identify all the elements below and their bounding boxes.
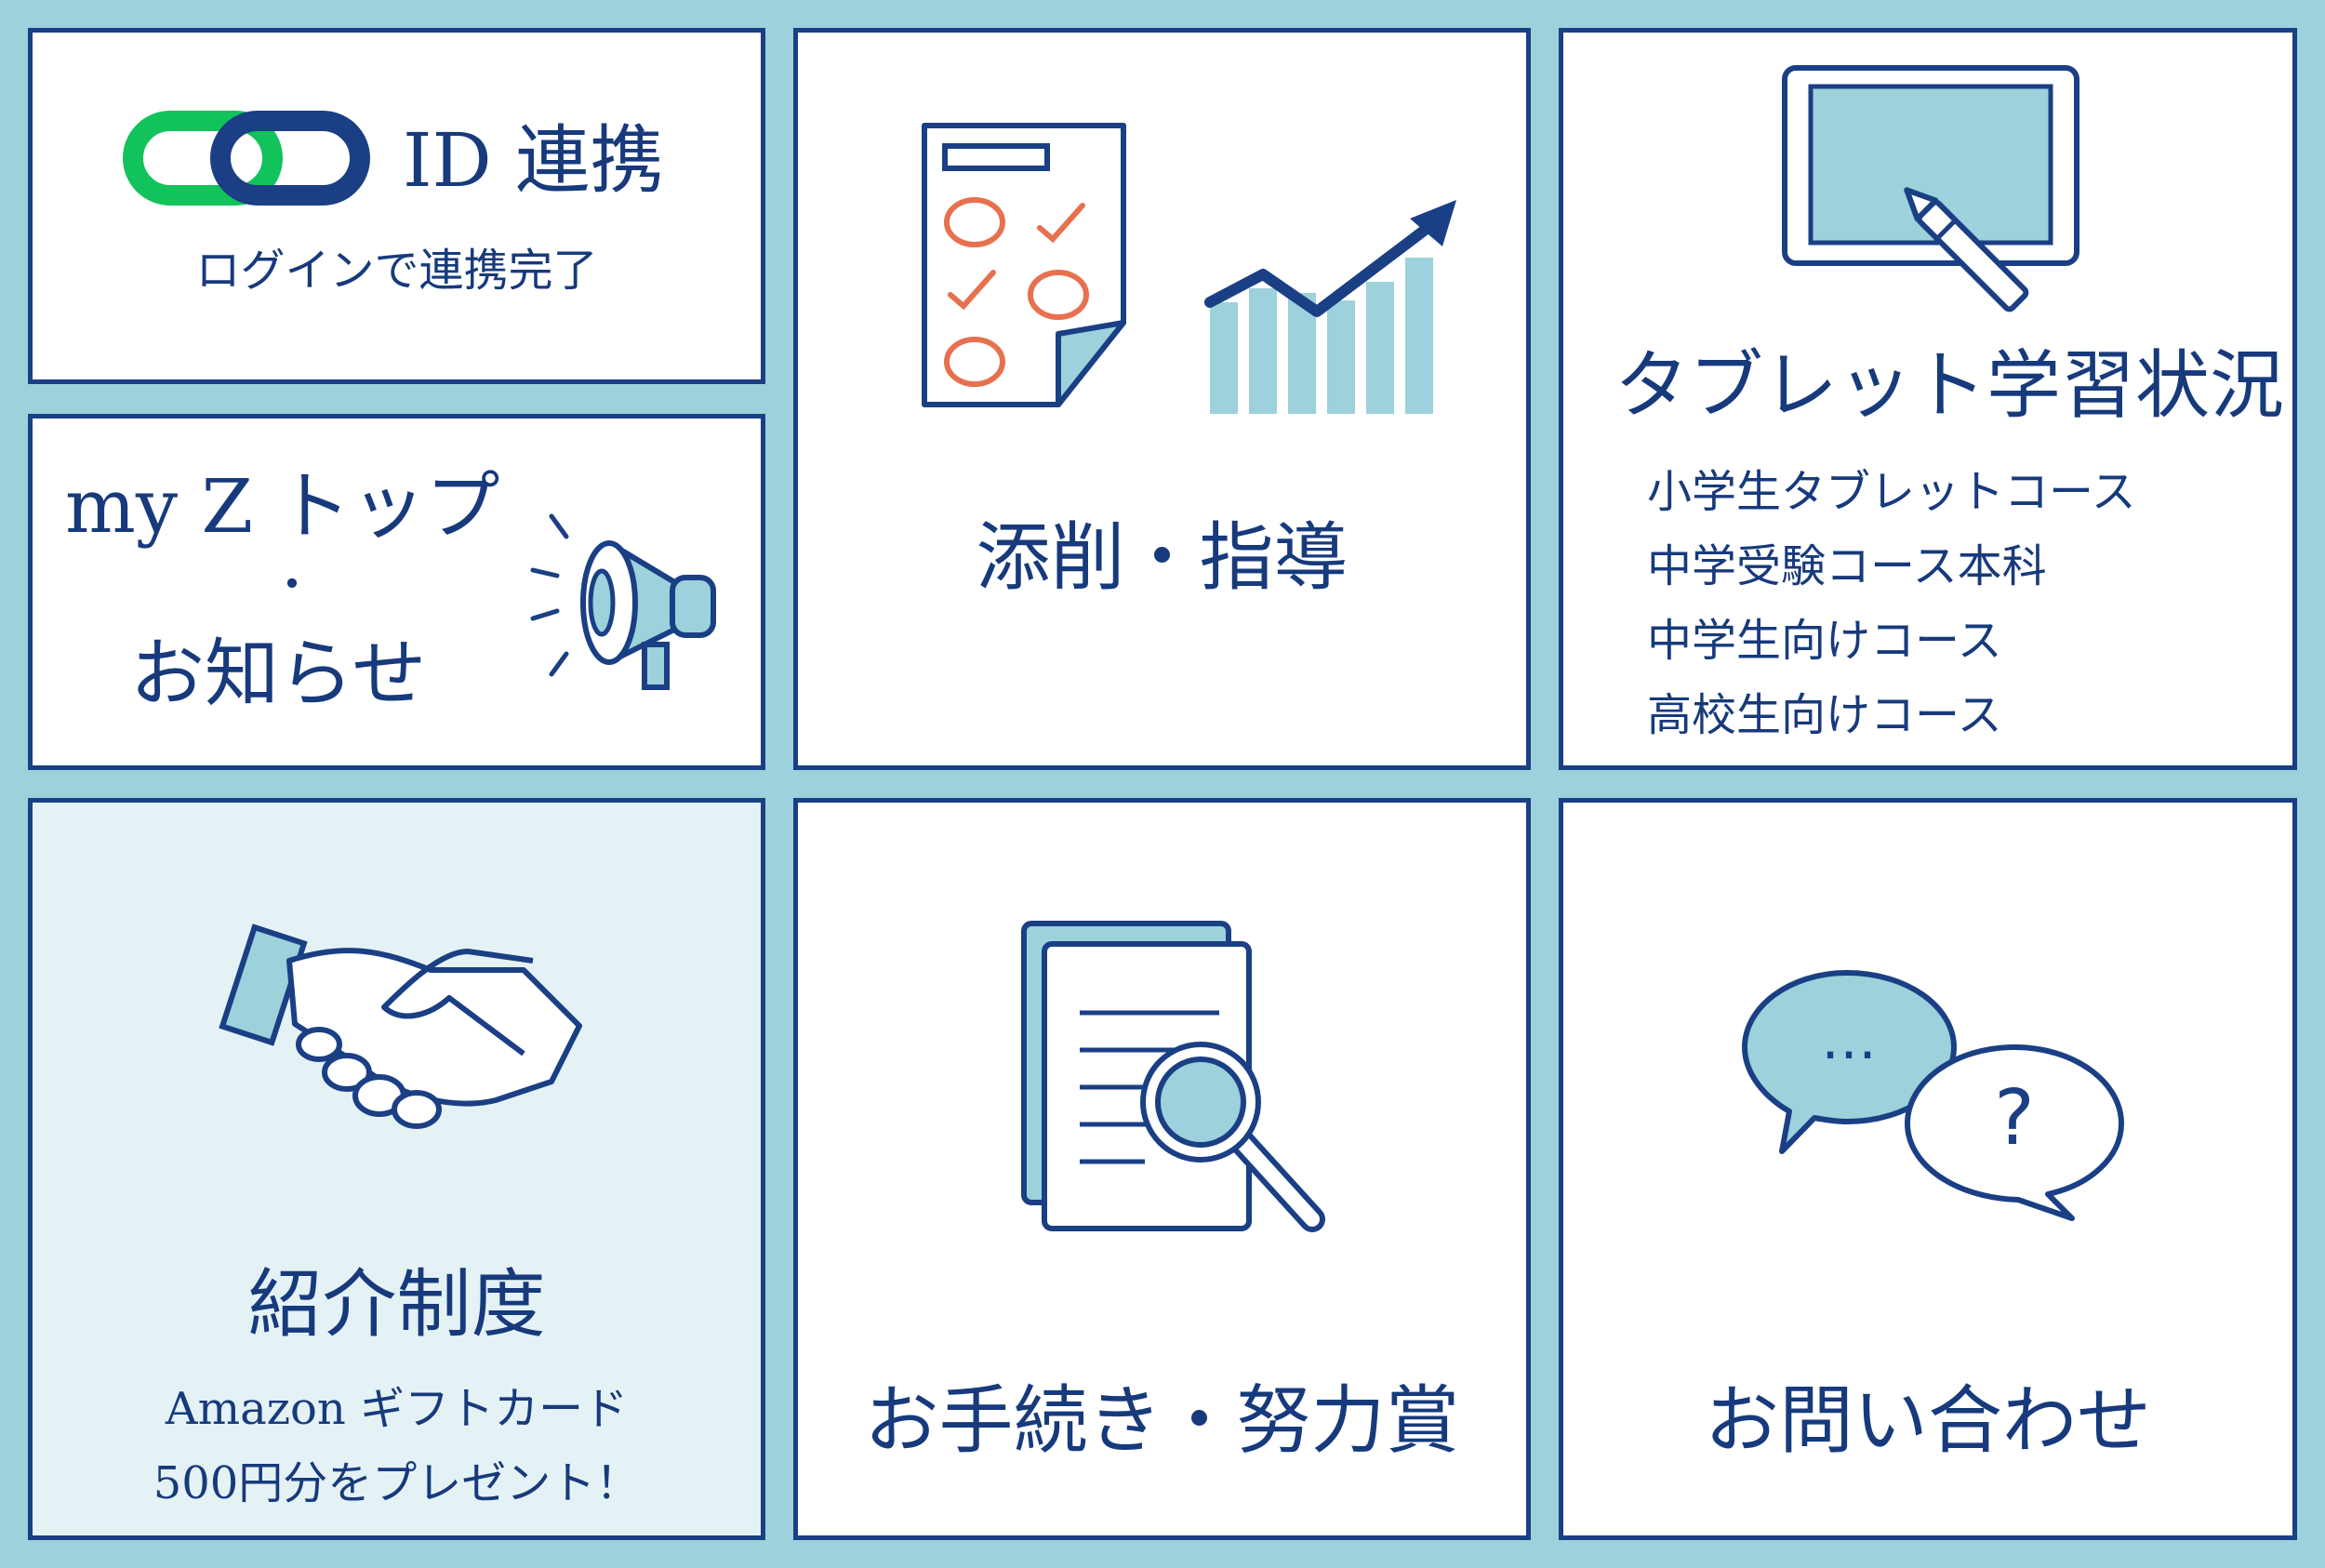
tablet-pen-icon [1782,65,2079,312]
correction-guidance-title: 添削・指導 [976,514,1348,601]
referral-line1: Amazon ギフトカード [165,1383,629,1435]
handshake-icon [219,924,582,1129]
id-link-tile[interactable]: ID 連携 ログインで連携完了 [28,28,765,384]
correction-guidance-tile[interactable]: 添削・指導 [793,28,1531,770]
id-link-title: ID 連携 [403,117,665,204]
growth-chart-icon [1204,200,1456,414]
inquiry-title: お問い合わせ [1705,1377,2151,1464]
myz-dot: ・ [270,559,315,611]
id-link-subtitle: ログインで連携完了 [195,245,598,297]
question-mark-text: ? [1994,1074,2035,1163]
course-item[interactable]: 中学生向けコース [1647,615,2002,667]
chain-link-icon [123,111,370,206]
document-search-icon [1021,921,1325,1232]
referral-line2: 500円分をプレゼント！ [153,1457,641,1509]
inquiry-tile[interactable]: … ? お問い合わせ [1559,798,2297,1540]
course-item[interactable]: 高校生向けコース [1647,689,2002,741]
procedures-effort-award-tile[interactable]: お手続き・努力賞 [793,798,1531,1540]
referral-program-tile[interactable]: 紹介制度 Amazon ギフトカード 500円分をプレゼント！ [28,798,765,1540]
course-item[interactable]: 小学生タブレットコース [1647,466,2136,518]
referral-title: 紹介制度 [247,1261,546,1348]
speech-bubbles-icon: … ? [1742,970,2124,1221]
megaphone-icon [530,513,716,690]
myz-line1: my Z トップ [65,463,500,550]
tablet-study-status-title: タブレット学習状況 [1614,342,2284,429]
myz-line2: お知らせ [130,631,427,717]
test-sheet-icon [922,123,1126,407]
myz-top-news-tile[interactable]: my Z トップ ・ お知らせ [28,414,765,770]
tablet-study-status-tile[interactable]: タブレット学習状況 小学生タブレットコース 中学受験コース本科 中学生向けコース… [1559,28,2297,770]
ellipsis-text: … [1821,1007,1877,1072]
course-item[interactable]: 中学受験コース本科 [1647,540,2047,592]
procedures-title: お手続き・努力賞 [864,1377,1460,1464]
